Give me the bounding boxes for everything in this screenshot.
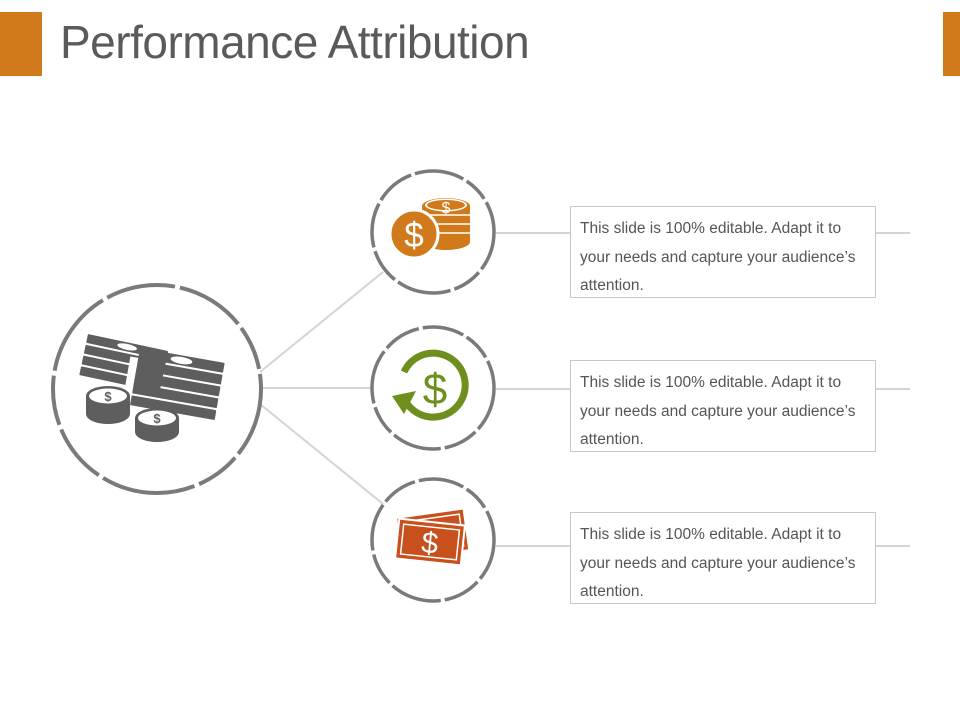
svg-text:$: $ [442,200,451,217]
item-text-box-3: This slide is 100% editable. Adapt it to… [570,512,876,604]
title-accent-bar-right [943,12,960,76]
item-text-box-1: This slide is 100% editable. Adapt it to… [570,206,876,298]
item-node-2: $ [370,325,496,451]
hub-connectors [259,271,384,505]
item-connectors [496,232,910,547]
item-text-3: This slide is 100% editable. Adapt it to… [580,526,856,600]
coins-icon: $ $ [388,198,470,260]
connector-line-1 [259,271,384,373]
item-node-1: $ $ [370,169,496,295]
item-text-box-2: This slide is 100% editable. Adapt it to… [570,360,876,452]
item-node-3: $ [370,477,496,603]
hub-node: $ $ [51,283,263,495]
svg-text:$: $ [420,526,440,561]
svg-text:$: $ [153,411,161,426]
item-ring-2 [370,325,496,451]
connector-line-3 [259,403,384,505]
dollar-bills-icon: $ [393,509,469,567]
cash-stack-icon: $ $ [79,334,225,442]
item-text-1: This slide is 100% editable. Adapt it to… [580,220,856,294]
svg-text:$: $ [104,389,112,404]
dollar-cycle-icon: $ [392,349,469,421]
item-text-2: This slide is 100% editable. Adapt it to… [580,374,856,448]
svg-text:$: $ [404,216,423,255]
svg-text:$: $ [423,365,447,414]
title-accent-bar-left [0,12,42,76]
slide-title: Performance Attribution [60,16,530,68]
